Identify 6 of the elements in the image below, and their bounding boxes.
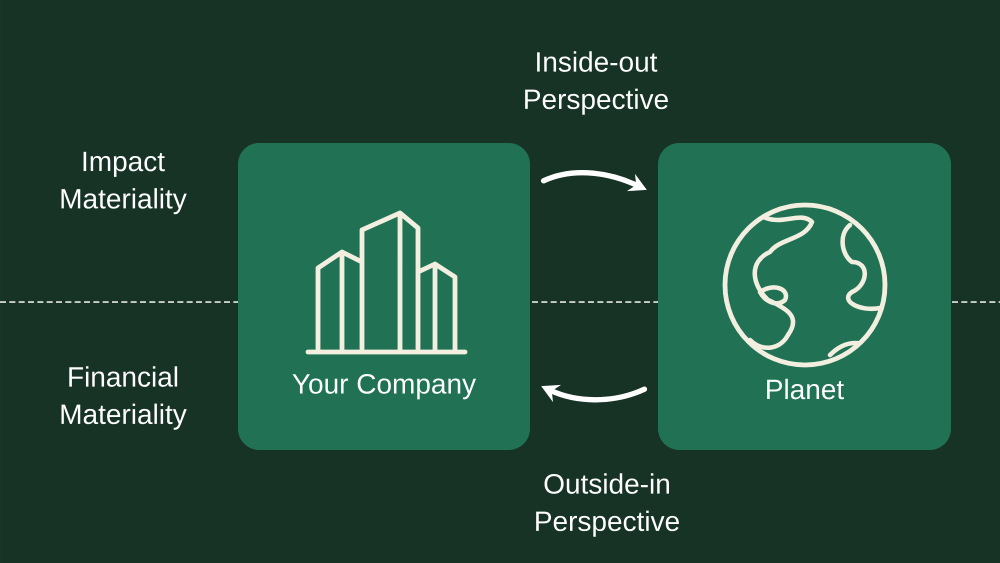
edge-label: Inside-out Perspective [525,51,668,115]
company-box: Your Company [238,143,530,450]
side-label: Impact Materiality [62,152,187,214]
company-box: Planet [658,143,951,450]
edge-label: Outside-in Perspective [536,473,679,537]
side-label: Financial Materiality [62,366,187,430]
